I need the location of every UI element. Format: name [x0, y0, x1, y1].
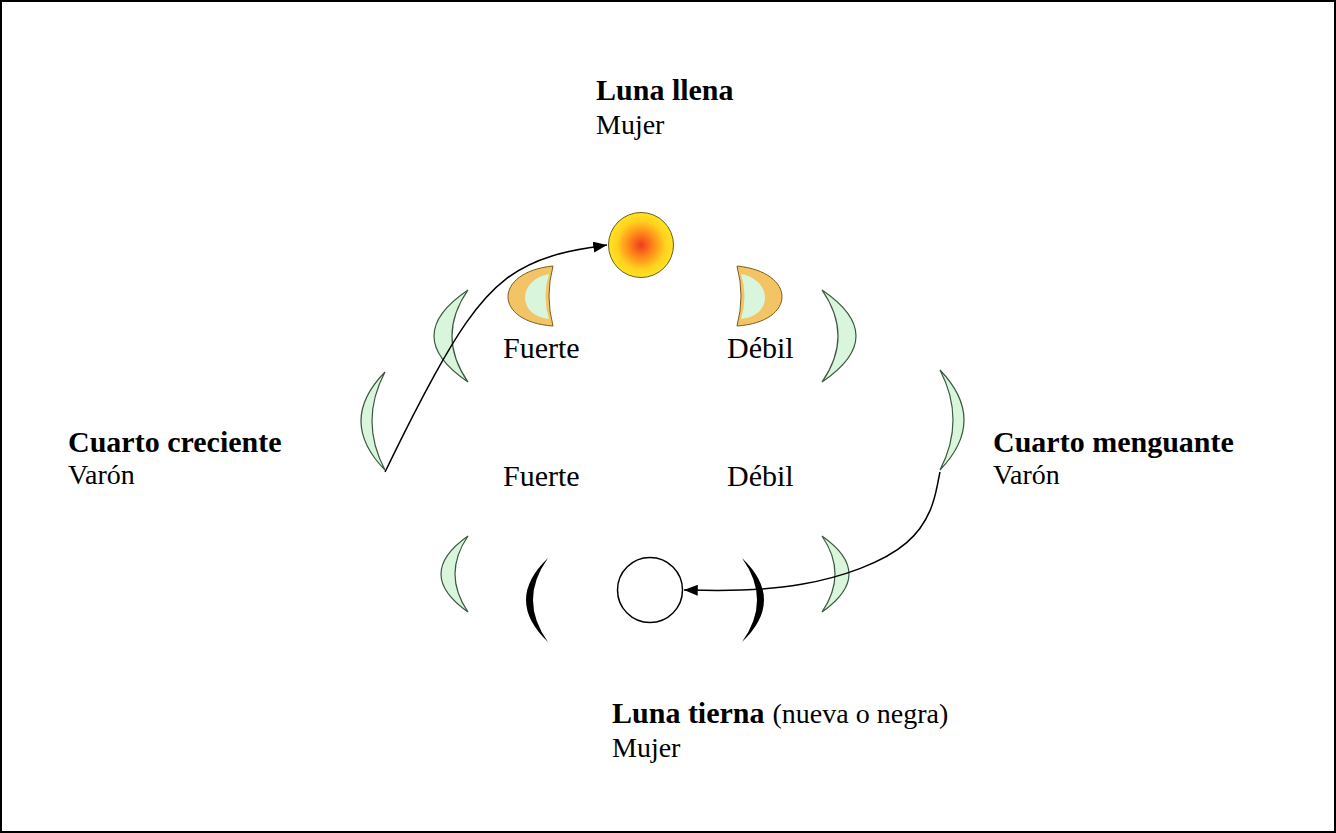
waxing-quarter-moon-outline [345, 370, 397, 472]
phase-name: Cuarto creciente [68, 424, 282, 460]
gibbous-moon-inner [525, 274, 549, 319]
thin-crescent [742, 558, 764, 642]
gibbous-moon-inner [741, 274, 765, 319]
full-moon: Luna llenaMujer [607, 211, 675, 279]
phase-arrow [385, 245, 607, 472]
crescent-moon [441, 536, 468, 612]
phase-note: Varón [68, 458, 135, 492]
new-moon-outline [616, 556, 684, 624]
thin-crescent [526, 558, 548, 642]
waning-quarter-moon-outline [928, 368, 980, 472]
new-moon-disc [618, 558, 683, 623]
phase-note: (nueva o negra) [773, 697, 949, 731]
phase-arrow [684, 472, 940, 591]
phase-note: Mujer [612, 731, 680, 765]
gibbous-moon [737, 266, 782, 326]
crescent-moon [940, 370, 964, 470]
phase-name: Cuarto menguante [993, 424, 1234, 460]
phase-name: Luna llena [596, 72, 734, 108]
strength-label: Débil [727, 458, 794, 494]
new-moon: Luna tierna(nueva o negra)Mujer [616, 556, 684, 624]
strength-label: Fuerte [503, 458, 580, 494]
waxing-quarter-moon: Cuarto crecienteVarón [345, 370, 397, 472]
phase-note: Mujer [596, 108, 664, 142]
full-moon-disc [609, 213, 674, 278]
strength-label: Fuerte [503, 330, 580, 366]
strength-label: Débil [727, 330, 794, 366]
gibbous-moon [508, 266, 553, 326]
crescent-moon [822, 290, 856, 382]
full-moon-outline [607, 211, 675, 279]
waxing-phases [434, 266, 553, 642]
waning-quarter-moon: Cuarto menguanteVarón [928, 368, 980, 472]
phase-name: Luna tierna [612, 695, 765, 731]
crescent-moon [361, 372, 385, 470]
phase-note: Varón [993, 458, 1060, 492]
